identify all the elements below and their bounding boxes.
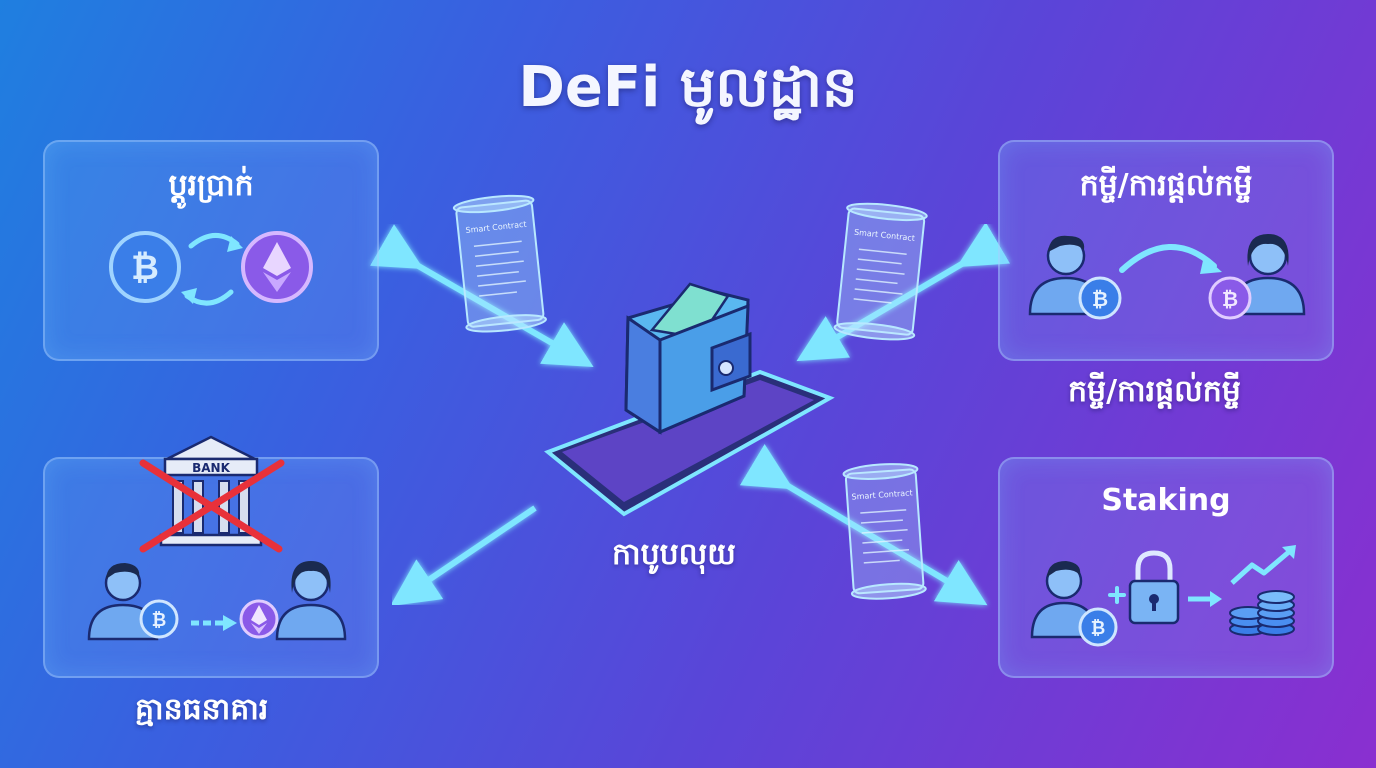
growth-arrow-icon [1230,545,1296,585]
arrow-no-bank [390,505,537,607]
arrow-right-icon [1188,591,1222,607]
lock-icon [1128,550,1180,625]
lending-illustration: ₿ ₿ [1028,234,1306,320]
arrow-exchange [370,224,594,367]
page-title: DeFi មូលដ្ឋាន [518,55,858,120]
ethereum-icon [241,231,313,303]
bitcoin-icon: ₿ [109,231,181,303]
staking-panel: Staking ₿ [998,457,1334,678]
lend-arrow-icon [1119,243,1222,274]
svg-text:₿: ₿ [131,248,159,288]
bitcoin-coin-icon: ₿ [1078,607,1118,647]
no-bank-illustration: BANK ₿ [87,435,347,641]
staking-title: Staking [1101,483,1231,518]
bitcoin-coin-purple-icon: ₿ [1208,276,1252,320]
bank-label: BANK [192,461,230,475]
svg-text:₿: ₿ [1222,287,1238,311]
wallet-label: កាបូបលុយ [612,537,736,572]
lending-title: កម្ចី/ការផ្តល់កម្ចី [1079,168,1253,203]
exchange-illustration: ₿ [109,231,313,306]
lending-panel: កម្ចី/ការផ្តល់កម្ចី ₿ ₿ [998,140,1334,361]
arrow-staking [739,444,988,606]
transfer-arrow-icon [191,615,237,631]
lending-caption: កម្ចី/ការផ្តល់កម្ចី [1068,374,1241,409]
staking-illustration: ₿ [1030,545,1296,647]
svg-text:₿: ₿ [1091,618,1106,639]
cross-icon [139,459,285,553]
wallet-icon [624,282,752,435]
exchange-panel: ប្តូរប្រាក់ ₿ [43,140,379,361]
coin-stacks-icon [1229,590,1295,636]
plus-icon [1108,586,1126,604]
ethereum-coin-icon [239,599,279,639]
bitcoin-coin-icon: ₿ [139,599,179,639]
contract-label-bottom: Smart Contract [851,488,913,501]
sender-avatar-icon [87,563,159,641]
exchange-title: ប្តូរប្រាក់ [168,168,254,203]
no-bank-panel: BANK ₿ [43,435,379,678]
receiver-avatar-icon [275,561,347,641]
svg-text:₿: ₿ [152,610,167,631]
arrow-lending [796,222,1011,362]
no-bank-caption: គ្មានធនាគារ [135,692,269,727]
bitcoin-coin-icon: ₿ [1078,276,1122,320]
svg-text:₿: ₿ [1092,287,1108,311]
